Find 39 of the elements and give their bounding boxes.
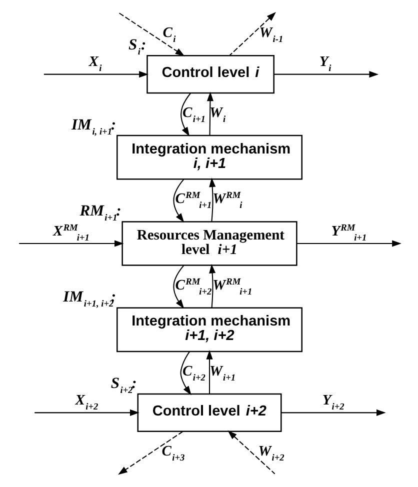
node-label: S$_{i}$: xyxy=(128,36,146,58)
arrow xyxy=(274,71,378,78)
node-box: Integration mechanism i, i+1 xyxy=(116,134,302,180)
node-label: RM$_{i+1}$: xyxy=(79,202,121,224)
edge-label: W$_{i}$ xyxy=(209,105,226,126)
arrow xyxy=(180,351,191,396)
node-box: Control level i xyxy=(146,55,274,94)
node-box: Control level i+2 xyxy=(136,393,282,432)
edge-label: W$_{i+2}$ xyxy=(258,443,284,464)
node-label: IM$_{i, i+1}$: xyxy=(70,116,116,138)
arrow xyxy=(34,409,139,416)
edge-label: C$_{i}$ xyxy=(162,25,176,46)
arrow xyxy=(172,265,184,309)
arrow xyxy=(118,12,184,56)
edge-label: W$_{i-1}$ xyxy=(258,25,283,46)
arrow xyxy=(296,240,401,247)
arrow xyxy=(206,350,212,394)
arrow xyxy=(208,178,216,222)
arrow xyxy=(228,12,276,56)
edge-label: W$_{i+1}$ xyxy=(209,364,236,384)
edge-label: C$_{i+3}$ xyxy=(161,443,184,464)
edge-label: Y$_{i}$ xyxy=(318,54,331,74)
node-box: Resources Management level i+1 xyxy=(121,221,297,266)
edge-label: Y$_{i+2}$ xyxy=(322,392,344,413)
arrow xyxy=(208,264,216,308)
arrow xyxy=(118,431,183,475)
arrow xyxy=(18,240,124,247)
arrow xyxy=(180,92,190,136)
node-label: S$_{i+2}$: xyxy=(110,374,136,396)
edge-label: C$_{i+2}$ xyxy=(182,364,205,384)
node-box: Integration mechanism i+1, i+2 xyxy=(116,307,302,352)
arrow xyxy=(280,409,386,416)
arrow xyxy=(206,92,213,136)
arrow xyxy=(227,430,275,474)
edge-label: C$_{i+1}$ xyxy=(182,105,205,126)
arrow xyxy=(43,71,148,78)
arrow xyxy=(172,178,184,223)
edge-label: X$_{i}$ xyxy=(88,54,102,74)
edge-label: X$_{i+2}$ xyxy=(74,392,98,413)
